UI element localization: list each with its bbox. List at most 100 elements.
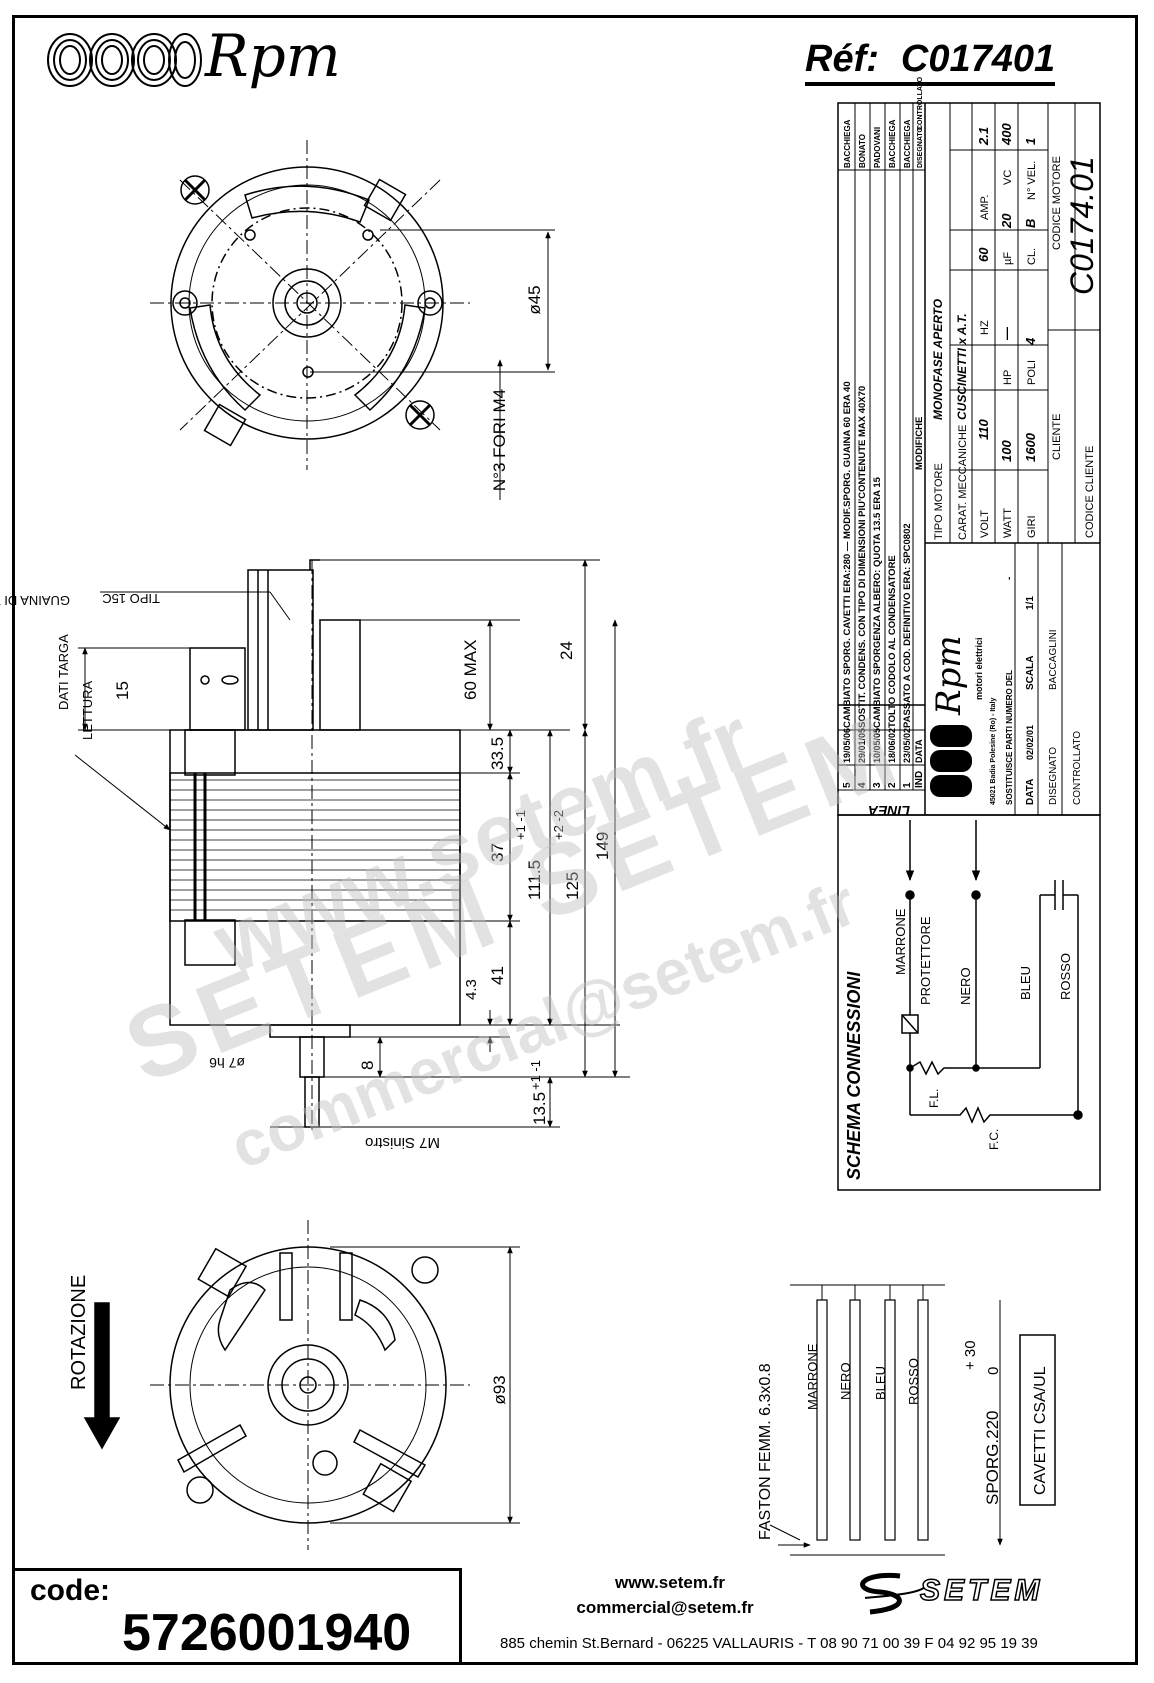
spec-volt-val: 110 bbox=[976, 419, 991, 440]
dim-d93: ø93 bbox=[490, 1375, 509, 1404]
schema-title: SCHEMA CONNESSIONI bbox=[844, 971, 864, 1180]
spec-poli-val: 4 bbox=[1023, 337, 1038, 346]
dim-15: 15 bbox=[113, 681, 132, 700]
sostituisce-val: - bbox=[1004, 577, 1015, 580]
dim-13-5: 13.5 bbox=[530, 1092, 549, 1125]
spec-uf-val: 20 bbox=[999, 213, 1014, 229]
rev1-text: PASSATO A COD. DEFINITIVO ERA: SPC0802 bbox=[902, 523, 913, 728]
spec-cl-key: CL. bbox=[1026, 248, 1038, 265]
dim-4-3: 4.3 bbox=[463, 979, 480, 1000]
cavetti-label: CAVETTI CSA/UL bbox=[1032, 1366, 1049, 1495]
ref-label: Réf: bbox=[805, 38, 879, 80]
website-link[interactable]: www.setem.fr bbox=[615, 1573, 725, 1592]
spec-hp-val: — bbox=[999, 326, 1014, 341]
dim-111-5: 111.5 bbox=[525, 860, 544, 900]
dim-8: 8 bbox=[358, 1061, 377, 1070]
dim-41: 41 bbox=[488, 966, 507, 985]
spec-watt-val: 100 bbox=[999, 440, 1014, 462]
top-view bbox=[150, 140, 555, 500]
rpm-logo: Rpm bbox=[45, 22, 365, 98]
codice-motore-val: C0174.01 bbox=[1064, 156, 1100, 295]
schema-bleu: BLEU bbox=[1018, 966, 1033, 1000]
faston-leads bbox=[769, 1284, 1056, 1556]
company-address: 885 chemin St.Bernard - 06225 VALLAURIS … bbox=[500, 1635, 1038, 1652]
setem-logo: SETEM bbox=[850, 1568, 1110, 1618]
lead-rosso: ROSSO bbox=[906, 1358, 921, 1405]
code-box bbox=[12, 1568, 462, 1665]
tipo-motore-val: MONOFASE APERTO bbox=[931, 298, 945, 420]
dim-tol-pm1: +1 -1 bbox=[513, 810, 528, 840]
sostituisce-label: SOSTITUISCE PARTI NUMERO DEL bbox=[1005, 670, 1014, 805]
reference: Réf: C017401 bbox=[805, 38, 1056, 86]
disegnato-val: BACCAGLINI bbox=[1048, 629, 1059, 690]
rev4-text: SOSTIT. CONDENS. CON TIPO DI DIMENSIONI … bbox=[857, 386, 868, 728]
cliente-label: CLIENTE bbox=[1051, 414, 1063, 460]
carat-val: CUSCINETTI x A.T. bbox=[955, 313, 969, 420]
schema-rosso: ROSSO bbox=[1058, 953, 1073, 1000]
code-label: code: bbox=[30, 1574, 111, 1607]
schema-linea: LINEA bbox=[868, 803, 910, 819]
data-label: DATA bbox=[1025, 779, 1036, 805]
holes-note: N°3 FORI M4 bbox=[490, 389, 509, 491]
email-link[interactable]: commercial@setem.fr bbox=[576, 1598, 754, 1617]
ref-value: C017401 bbox=[900, 38, 1056, 80]
spec-cl-val: B bbox=[1023, 219, 1038, 228]
side-view bbox=[74, 559, 630, 1130]
rev2-by: BACCHIEGA bbox=[888, 119, 897, 168]
plate-reading: LETTURA bbox=[80, 680, 95, 740]
rpm-coil-logo-icon bbox=[47, 33, 202, 87]
sporg-label: SPORG.220 bbox=[983, 1411, 1002, 1506]
bottom-view bbox=[83, 1220, 520, 1550]
hdr-controllato: CONTROLLATO bbox=[917, 76, 924, 130]
schema-nero: NERO bbox=[958, 967, 973, 1005]
dim-d45: ø45 bbox=[525, 285, 544, 314]
lead-bleu: BLEU bbox=[873, 1366, 888, 1400]
rev2-date: 18/06/02 bbox=[887, 728, 897, 763]
carat-label: CARAT. MECCANICHE bbox=[957, 425, 969, 540]
sporg-tol-minus: 0 bbox=[985, 1367, 1002, 1375]
dim-shaft: ø7 h6 bbox=[209, 1055, 245, 1071]
spec-nvel-key: N° VEL. bbox=[1026, 161, 1038, 200]
rev5-ind: 5 bbox=[842, 782, 853, 788]
schema-marrone: MARRONE bbox=[893, 908, 908, 975]
company-coil-icon bbox=[930, 725, 972, 797]
rev1-ind: 1 bbox=[902, 782, 913, 788]
scala-val: 1/1 bbox=[1025, 596, 1036, 610]
rev2-text: TOLTO CODOLO AL CONDENSATORE bbox=[887, 555, 898, 728]
tipo-motore-label: TIPO MOTORE bbox=[933, 463, 945, 540]
spec-hp-key: HP bbox=[1002, 370, 1014, 385]
company-sub: motori elettrici bbox=[974, 637, 984, 700]
dim-33-5: 33.5 bbox=[488, 737, 507, 770]
sporg-tol-plus: + 30 bbox=[962, 1340, 979, 1370]
rev5-date: 19/05/06 bbox=[842, 728, 852, 763]
faston-label: FASTON FEMM. 6.3x0.8 bbox=[757, 1363, 774, 1540]
company-addr: 45021 Badia Polesine (Ro) - Italy bbox=[990, 698, 997, 805]
dim-24: 24 bbox=[557, 641, 576, 660]
rev3-ind: 3 bbox=[872, 782, 883, 788]
dim-37: 37 bbox=[488, 843, 507, 862]
hdr-data: DATA bbox=[914, 739, 924, 763]
spec-poli-key: POLI bbox=[1026, 360, 1038, 385]
title-block bbox=[837, 102, 1101, 816]
schema-fl: F.L. bbox=[927, 1089, 941, 1108]
spec-volt-key: VOLT bbox=[979, 510, 991, 538]
rev5-text: CAMBIATO SPORG. CAVETTI ERA:280 — MODIF.… bbox=[842, 381, 853, 728]
rev4-date: 29/01/05 bbox=[857, 728, 867, 763]
spec-hz-val: 60 bbox=[976, 247, 991, 262]
rpm-brand: Rpm bbox=[205, 22, 341, 90]
lead-wire-label: GUAINA DI VETRO bbox=[0, 593, 70, 608]
setem-logo-text: SETEM bbox=[919, 1573, 1044, 1608]
spec-nvel-val: 1 bbox=[1023, 138, 1038, 145]
scala-label: SCALA bbox=[1025, 656, 1036, 690]
lead-nero: NERO bbox=[838, 1362, 853, 1400]
codice-motore-label: CODICE MOTORE bbox=[1051, 156, 1063, 250]
side-view-dims: GUAINA DI VETRO TIPO 15C DATI TARGA LETT… bbox=[0, 591, 612, 1151]
controllato-label: CONTROLLATO bbox=[1072, 731, 1083, 805]
codice-cliente-label: CODICE CLIENTE bbox=[1084, 446, 1096, 538]
disegnato-label: DISEGNATO bbox=[1048, 747, 1059, 805]
rev5-by: BACCHIEGA bbox=[843, 119, 852, 168]
rev4-ind: 4 bbox=[857, 782, 868, 788]
spec-uf-key: µF bbox=[1002, 252, 1014, 265]
dim-tol-pm2: +2 -2 bbox=[551, 810, 566, 840]
title-block-text: 5 4 3 2 1 IND 19/05/06 29/01/05 10/05/05… bbox=[842, 76, 925, 788]
